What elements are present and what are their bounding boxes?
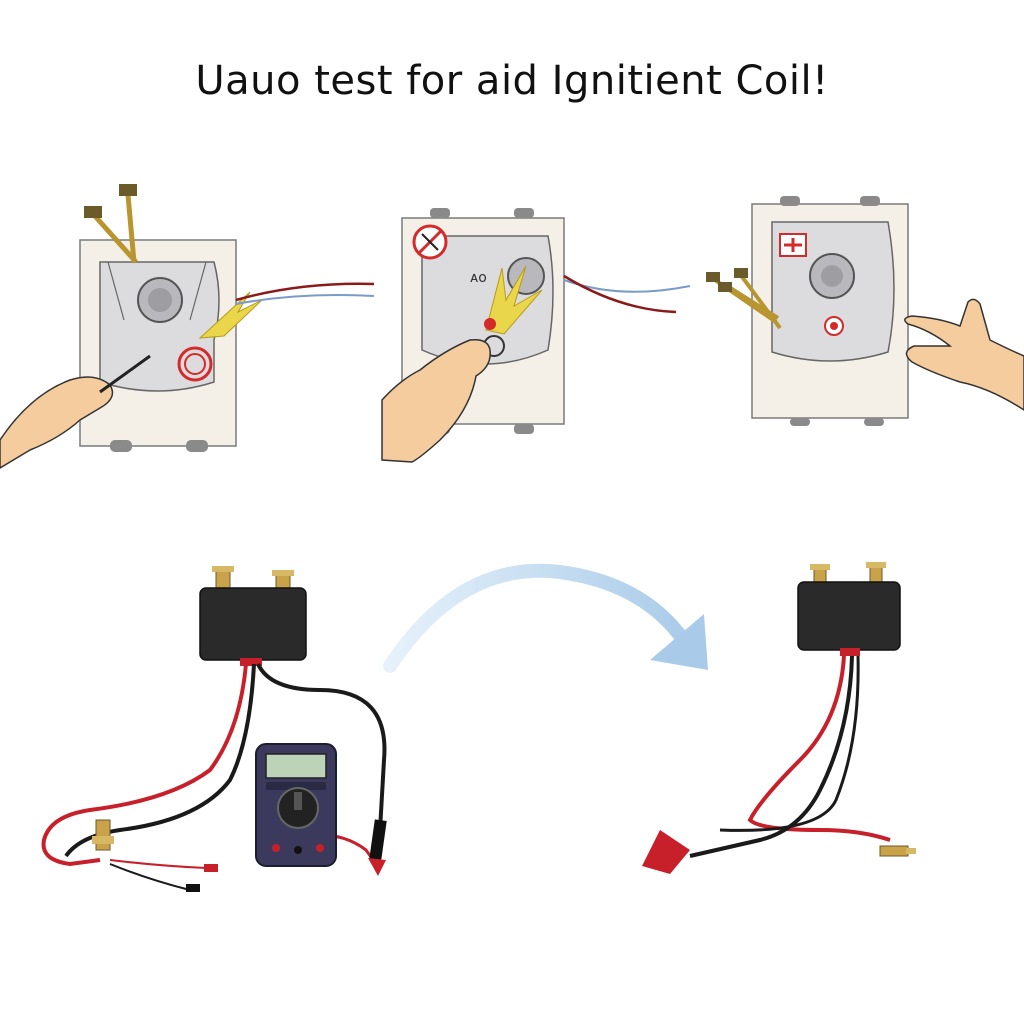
coil-result bbox=[642, 562, 916, 874]
probe-tool bbox=[99, 354, 151, 394]
coil-with-multimeter bbox=[41, 566, 387, 892]
multimeter bbox=[255, 743, 337, 867]
curved-arrow-icon bbox=[383, 563, 708, 673]
hand-icon bbox=[381, 338, 491, 463]
no-entry-icon bbox=[412, 224, 448, 260]
coil-cover bbox=[99, 261, 220, 392]
plus-icon bbox=[779, 233, 807, 257]
step-1-panel bbox=[0, 184, 375, 469]
ignition-coil bbox=[797, 581, 901, 651]
red-clip bbox=[642, 830, 690, 874]
terminal-label: ᴀo bbox=[470, 270, 487, 286]
multimeter-display bbox=[265, 753, 327, 779]
brass-connector bbox=[879, 845, 909, 857]
spark-icon bbox=[485, 265, 543, 335]
spark-plug-probes bbox=[84, 184, 138, 264]
step-2-panel: ᴀo bbox=[381, 208, 691, 463]
spark-plug-probes bbox=[706, 268, 782, 330]
diagram-title: Uauo test for aid Ignitient Coil! bbox=[195, 58, 829, 104]
ignition-coil bbox=[199, 587, 307, 661]
step-3-panel bbox=[706, 196, 1024, 426]
red-ring bbox=[177, 346, 213, 382]
brass-connector bbox=[95, 819, 111, 851]
hand-icon bbox=[904, 298, 1024, 411]
